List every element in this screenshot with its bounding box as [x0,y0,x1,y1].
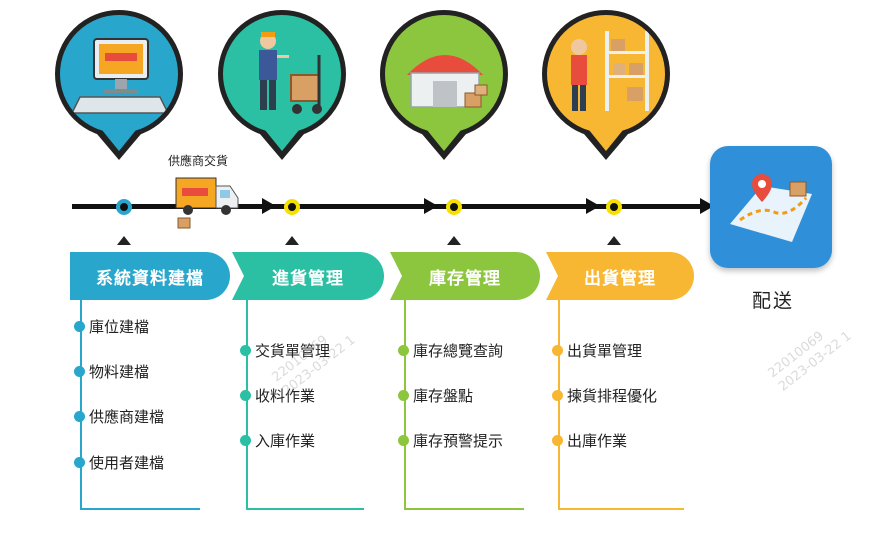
timeline-node [116,199,132,215]
warehouse-icon [407,55,488,108]
stage-title: 進貨管理 [272,268,344,289]
bubble-shipping [542,10,670,138]
computer-order-icon [70,38,170,114]
worker-handcart-icon [259,32,322,114]
stage-banner-shipping: 出貨管理 [546,252,694,300]
supplier-delivery-label: 供應商交貨 [168,154,229,168]
delivery-app-tile [710,146,832,268]
caret-up-icon [117,236,131,245]
stage-list [404,300,524,510]
timeline-arrow-icon [586,198,600,214]
caret-up-icon [285,236,299,245]
caret-up-icon [607,236,621,245]
caret-up-icon [447,236,461,245]
bubble-tail [584,130,628,160]
list-item: 供應商建檔 [74,406,164,427]
final-step-label: 配送 [752,290,795,312]
bubble-inventory [380,10,508,138]
timeline-node [446,199,462,215]
bubble-receiving [218,10,346,138]
map-delivery-app-icon [730,174,812,242]
list-item: 庫存預警提示 [398,430,503,451]
timeline-node [606,199,622,215]
bubble-tail [97,130,141,160]
bubble-system-data [55,10,183,138]
delivery-truck-icon [175,177,239,229]
stage-title: 系統資料建檔 [96,268,204,289]
list-item: 庫存總覽查詢 [398,340,503,361]
stage-banner-receiving: 進貨管理 [232,252,384,300]
list-item: 使用者建檔 [74,452,164,473]
list-item: 庫位建檔 [74,316,149,337]
list-item: 收料作業 [240,385,315,406]
list-item: 揀貨排程優化 [552,385,657,406]
stage-banner-inventory: 庫存管理 [390,252,540,300]
process-timeline [72,204,708,209]
list-item: 物料建檔 [74,361,149,382]
list-item: 入庫作業 [240,430,315,451]
bubble-tail [260,130,304,160]
list-item: 出庫作業 [552,430,627,451]
stage-title: 庫存管理 [429,268,501,289]
stage-list [558,300,684,510]
bubble-tail [422,130,466,160]
shelf-picking-icon [571,31,649,111]
stage-list [246,300,364,510]
list-item: 交貨單管理 [240,340,330,361]
stage-title: 出貨管理 [584,268,656,289]
timeline-arrow-icon [262,198,276,214]
stage-banner-system-data: 系統資料建檔 [70,252,230,300]
timeline-arrow-icon [424,198,438,214]
list-item: 出貨單管理 [552,340,642,361]
stage-list [80,300,200,510]
list-item: 庫存盤點 [398,385,473,406]
timeline-node [284,199,300,215]
